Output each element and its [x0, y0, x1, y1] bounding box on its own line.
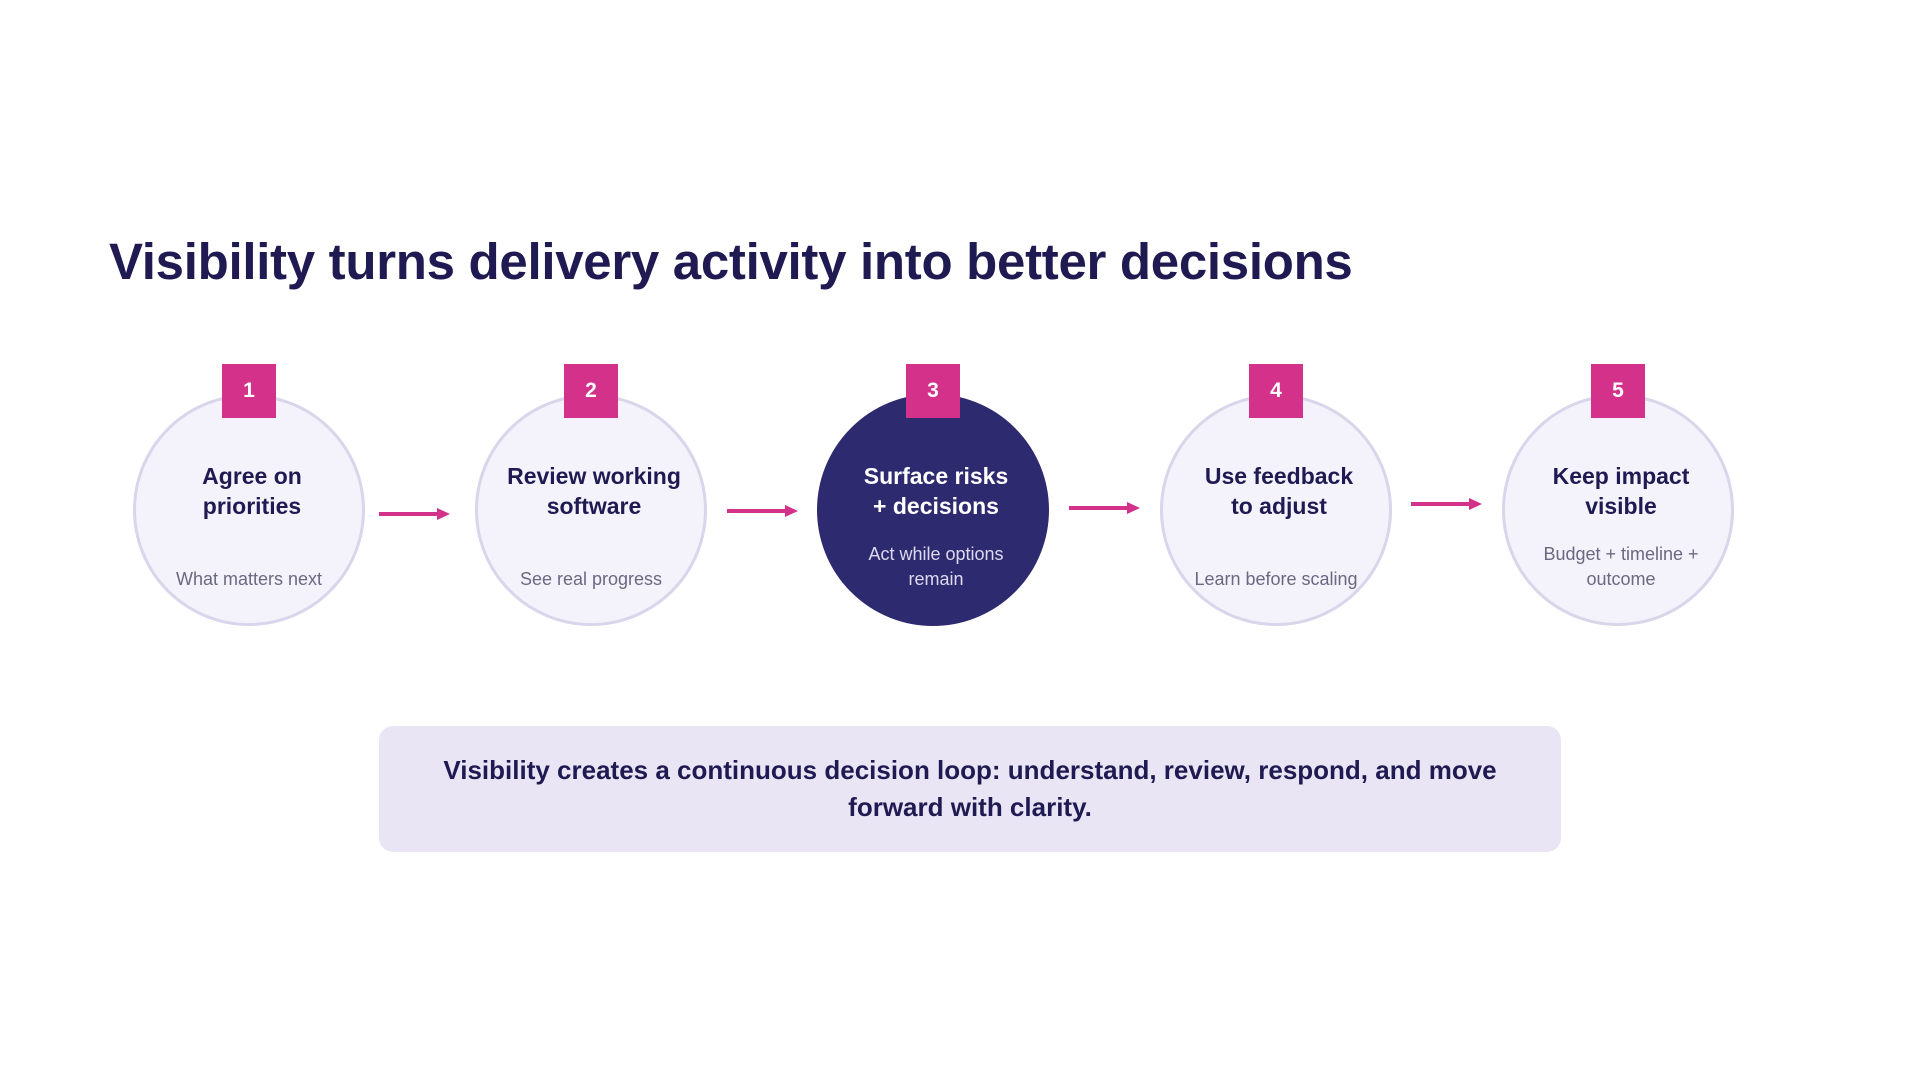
step-title: Keep impact visible	[1552, 463, 1690, 519]
step-circle: Agree on priorities What matters next	[133, 394, 365, 626]
step-subtitle: See real progress	[519, 569, 663, 589]
summary-callout: Visibility creates a continuous decision…	[379, 726, 1561, 852]
step-circle-highlighted: Surface risks + decisions Act while opti…	[817, 394, 1049, 626]
step-title: Agree on priorities	[202, 463, 302, 519]
arrow-right-icon	[379, 508, 450, 520]
step-number-badge: 5	[1591, 364, 1645, 418]
step-3: 3 Surface risks + decisions Act while op…	[817, 364, 1049, 626]
step-2: 2 Review working software See real progr…	[475, 364, 707, 626]
page-title: Visibility turns delivery activity into …	[109, 233, 1353, 290]
step-number-badge: 1	[222, 364, 276, 418]
step-1: 1 Agree on priorities What matters next	[133, 364, 365, 626]
arrow-right-icon	[1069, 502, 1140, 514]
step-number-badge: 3	[906, 364, 960, 418]
step-4: 4 Use feedback to adjust Learn before sc…	[1160, 364, 1392, 626]
step-subtitle: Learn before scaling	[1194, 569, 1358, 589]
step-5: 5 Keep impact visible Budget + timeline …	[1502, 364, 1734, 626]
arrow-right-icon	[727, 505, 798, 517]
step-subtitle: Budget + timeline + outcome	[1543, 544, 1699, 589]
step-number-badge: 4	[1249, 364, 1303, 418]
step-subtitle: Act while options remain	[868, 544, 1004, 589]
arrow-right-icon	[1411, 498, 1482, 510]
callout-text: Visibility creates a continuous decision…	[443, 755, 1497, 822]
step-circle: Use feedback to adjust Learn before scal…	[1160, 394, 1392, 626]
step-subtitle: What matters next	[175, 569, 323, 589]
step-title: Surface risks + decisions	[863, 463, 1009, 519]
step-circle: Review working software See real progres…	[475, 394, 707, 626]
step-title: Use feedback to adjust	[1204, 463, 1354, 519]
step-number-badge: 2	[564, 364, 618, 418]
step-circle: Keep impact visible Budget + timeline + …	[1502, 394, 1734, 626]
step-title: Review working software	[507, 463, 681, 519]
